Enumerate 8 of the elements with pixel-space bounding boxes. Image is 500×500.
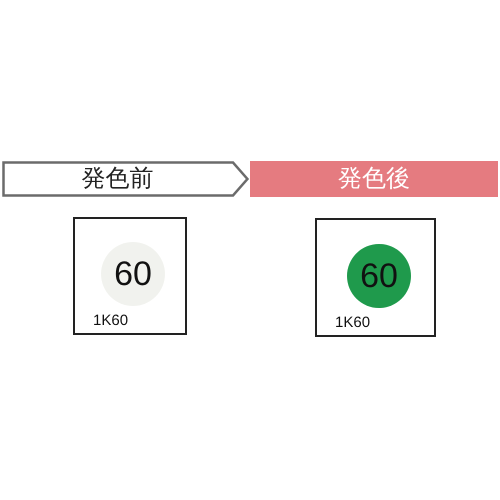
arrow-banner: 発色前 bbox=[2, 161, 249, 197]
indicator-card bbox=[73, 217, 187, 335]
indicator-card bbox=[315, 218, 436, 337]
header-band: 発色後 bbox=[250, 161, 498, 197]
indicator-dot: 60 bbox=[347, 244, 411, 308]
model-code: 1K60 bbox=[335, 314, 370, 331]
indicator-dot: 60 bbox=[101, 242, 165, 306]
model-code: 1K60 bbox=[93, 312, 128, 329]
